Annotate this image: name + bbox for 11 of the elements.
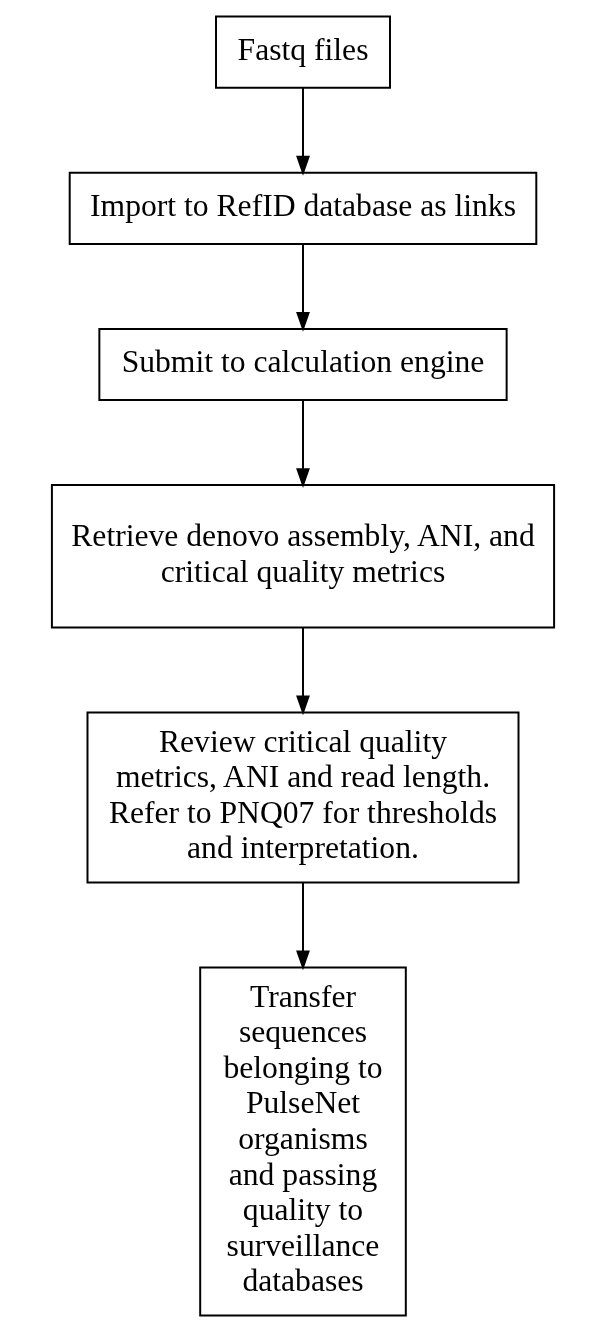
- node-box: Review critical quality metrics, ANI and read length. Refer to PNQ07 for thresholds and interpretation.: [86, 711, 519, 884]
- node-box: Retrieve denovo assembly, ANI, and critical quality metrics: [50, 484, 555, 629]
- arrow: [295, 881, 310, 971]
- arrow: [295, 243, 310, 332]
- node-box: Transfer sequences belonging to PulseNet organisms and passing quality to surveillance databases: [198, 966, 407, 1317]
- node-box: Submit to calculation engine: [97, 327, 508, 402]
- node-box: Import to RefID database as links: [68, 171, 537, 245]
- node-box: Fastq files: [214, 15, 391, 89]
- arrow: [295, 399, 310, 489]
- arrow: [295, 86, 310, 176]
- arrow: [295, 626, 310, 716]
